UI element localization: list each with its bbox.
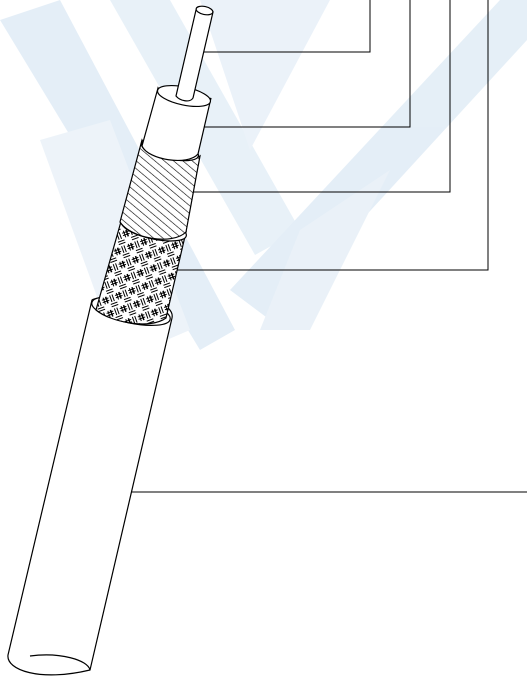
outer-jacket (8, 291, 173, 675)
watermark-logo (0, 0, 527, 360)
